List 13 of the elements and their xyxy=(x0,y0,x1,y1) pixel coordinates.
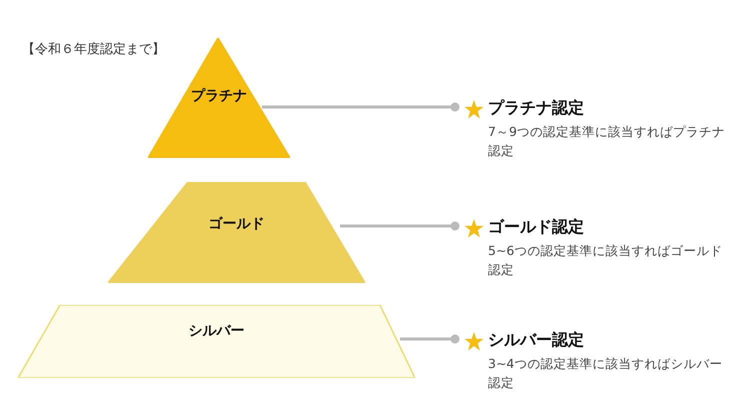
connector-line xyxy=(262,102,460,112)
tier-label: シルバー xyxy=(188,322,246,340)
connector-line xyxy=(340,222,460,230)
tier-label: ゴールド xyxy=(208,215,266,233)
level-description: 3~4つの認定基準に該当すればシルバー認定 xyxy=(488,355,724,392)
level-description: 5~6つの認定基準に該当すればゴールド認定 xyxy=(488,242,724,279)
level-description: 7～9つの認定基準に該当すればプラチナ認定 xyxy=(488,123,726,160)
level-heading: ゴールド認定 xyxy=(488,217,584,238)
connector-line xyxy=(400,334,460,344)
level-heading: シルバー認定 xyxy=(488,330,584,351)
level-heading: プラチナ認定 xyxy=(488,98,584,119)
note-text: 【令和６年度認定まで】 xyxy=(22,41,165,58)
tier-label: プラチナ xyxy=(190,87,248,105)
